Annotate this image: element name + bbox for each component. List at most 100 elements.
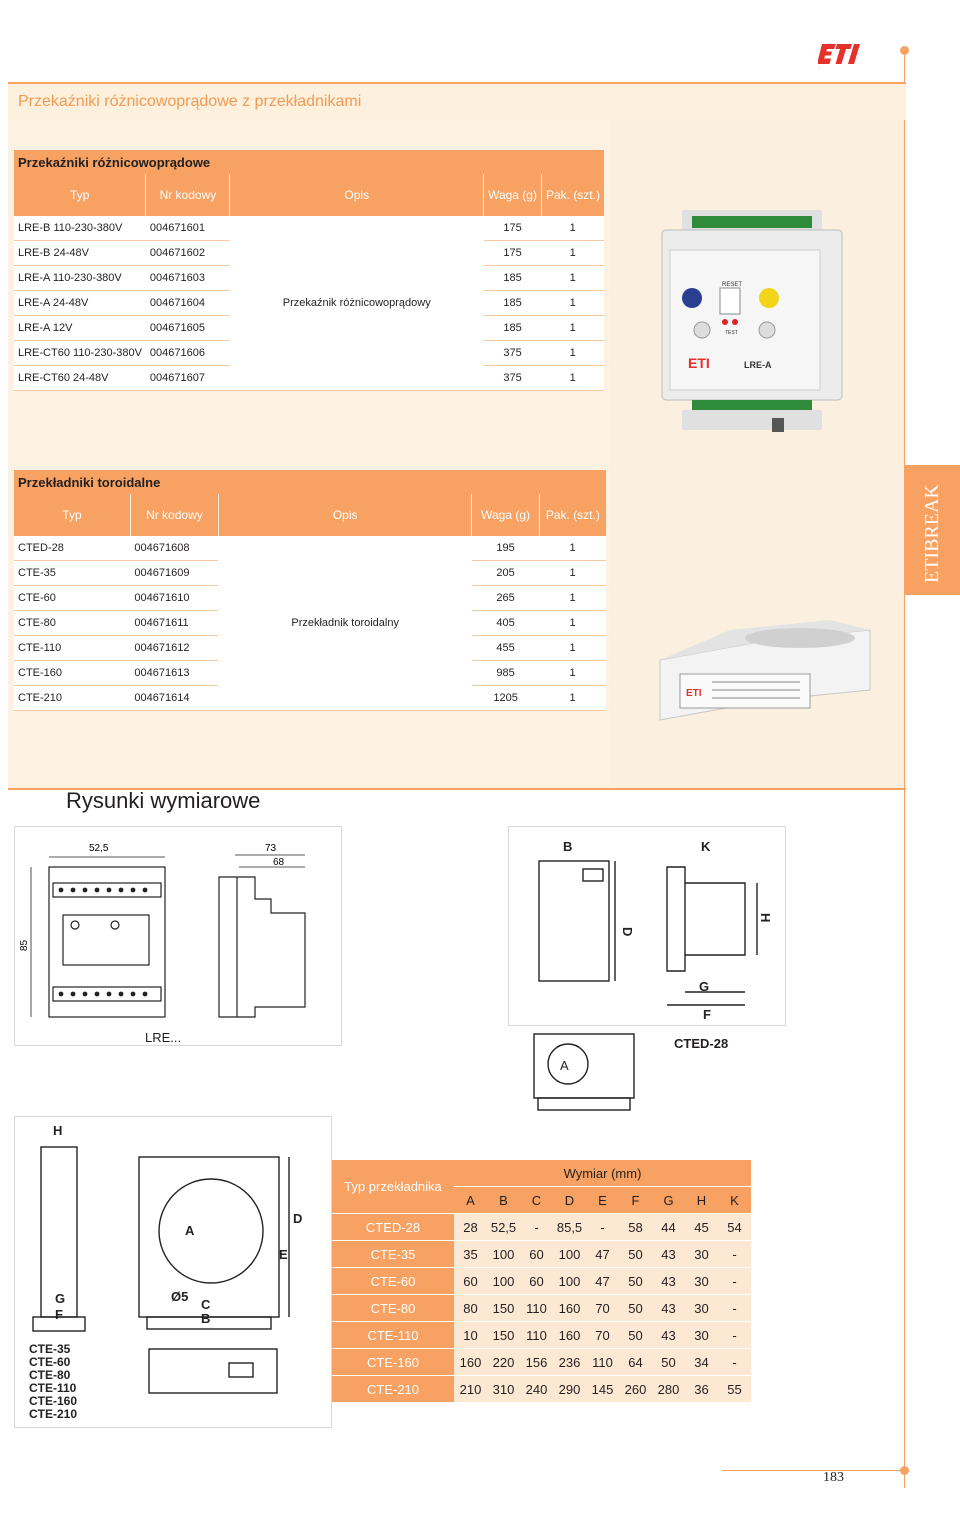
toroid-table-caption: Przekładniki toroidalne — [14, 470, 606, 494]
dims-col-header: C — [520, 1186, 553, 1214]
eti-logo: ETI — [817, 38, 866, 70]
dims-value: 60 — [454, 1267, 487, 1295]
svg-text:F: F — [55, 1307, 63, 1322]
svg-text:CTE-110: CTE-110 — [29, 1381, 77, 1395]
lre-label: LRE... — [145, 1030, 182, 1045]
dims-value: 160 — [553, 1321, 586, 1349]
dims-value: 60 — [520, 1267, 553, 1295]
row-description: Przekładnik toroidalny — [218, 536, 472, 711]
svg-text:H: H — [53, 1123, 62, 1138]
row-weight: 375 — [483, 340, 542, 366]
row-code: 004671601 — [145, 216, 230, 241]
row-code: 004671605 — [145, 315, 230, 341]
row-code: 004671612 — [130, 635, 219, 661]
dims-value: 45 — [685, 1213, 718, 1241]
dims-value: 110 — [520, 1321, 553, 1349]
svg-text:H: H — [758, 913, 773, 922]
dims-value: 210 — [454, 1375, 487, 1403]
dims-value: 150 — [487, 1321, 520, 1349]
row-pack: 1 — [539, 660, 606, 686]
dims-value: 220 — [487, 1348, 520, 1376]
svg-text:D: D — [620, 927, 635, 936]
row-code: 004671611 — [130, 610, 219, 636]
dims-row-type: CTE-35 — [332, 1240, 454, 1268]
row-pack: 1 — [541, 340, 604, 366]
dims-value: 47 — [586, 1240, 619, 1268]
row-weight: 375 — [483, 365, 542, 391]
row-weight: 185 — [483, 290, 542, 316]
row-pack: 1 — [539, 685, 606, 711]
dims-value: 100 — [553, 1267, 586, 1295]
svg-text:C: C — [201, 1297, 211, 1312]
cted-label: CTED-28 — [674, 1036, 729, 1051]
svg-text:TEST: TEST — [725, 330, 738, 336]
dims-value: 50 — [619, 1240, 652, 1268]
row-weight: 205 — [471, 560, 540, 586]
dims-value: - — [586, 1213, 619, 1241]
dims-value: 47 — [586, 1267, 619, 1295]
row-code: 004671613 — [130, 660, 219, 686]
dims-value: 54 — [718, 1213, 751, 1241]
row-code: 004671608 — [130, 536, 219, 561]
dims-value: 30 — [685, 1267, 718, 1295]
dims-value: 70 — [586, 1321, 619, 1349]
dims-value: - — [718, 1240, 751, 1268]
row-code: 004671614 — [130, 685, 219, 711]
dims-value: 160 — [553, 1294, 586, 1322]
dims-col-header: D — [553, 1186, 586, 1214]
dims-value: - — [718, 1267, 751, 1295]
etibreak-label: ETIBREAK — [921, 484, 943, 583]
dims-value: 43 — [652, 1267, 685, 1295]
dims-type-header: Typ przekładnika — [332, 1160, 454, 1214]
toroid-photo: ETI — [650, 600, 880, 750]
svg-text:B: B — [201, 1311, 210, 1326]
row-typ: LRE-A 12V — [14, 315, 146, 341]
dims-value: 50 — [619, 1321, 652, 1349]
row-typ: LRE-CT60 24-48V — [14, 365, 146, 391]
row-code: 004671602 — [145, 240, 230, 266]
dims-value: 100 — [553, 1240, 586, 1268]
dims-col-header: A — [454, 1186, 487, 1214]
relay-table: Przekaźniki różnicowoprądowe Typ Nr kodo… — [14, 150, 604, 391]
dims-col-header: B — [487, 1186, 520, 1214]
svg-text:CTE-210: CTE-210 — [29, 1407, 77, 1421]
dims-col-header: G — [652, 1186, 685, 1214]
dims-value: - — [520, 1213, 553, 1241]
row-typ: CTE-80 — [14, 610, 131, 636]
row-typ: CTED-28 — [14, 536, 131, 561]
dims-value: - — [718, 1321, 751, 1349]
dims-col-header: K — [718, 1186, 751, 1214]
row-weight: 185 — [483, 315, 542, 341]
dims-row-type: CTE-210 — [332, 1375, 454, 1403]
row-pack: 1 — [541, 240, 604, 266]
etibreak-tab — [904, 465, 960, 595]
dims-row-type: CTE-80 — [332, 1294, 454, 1322]
row-typ: LRE-B 110-230-380V — [14, 216, 146, 241]
dims-row-type: CTE-110 — [332, 1321, 454, 1349]
rule-dot — [900, 46, 909, 55]
dims-value: 64 — [619, 1348, 652, 1376]
dims-value: 240 — [520, 1375, 553, 1403]
row-code: 004671610 — [130, 585, 219, 611]
svg-text:K: K — [701, 839, 711, 854]
page-title: Przekaźniki różnicowoprądowe z przekładn… — [18, 93, 362, 110]
dims-value: 36 — [685, 1375, 718, 1403]
col-desc: Opis — [229, 174, 484, 216]
lre-drawing: 52,5 73 68 85 — [14, 826, 342, 1046]
cted-top-view: A — [530, 1030, 640, 1118]
svg-text:CTE-60: CTE-60 — [29, 1355, 71, 1369]
dims-col-header: E — [586, 1186, 619, 1214]
svg-text:RESET: RESET — [722, 282, 742, 288]
svg-text:E: E — [279, 1247, 288, 1262]
